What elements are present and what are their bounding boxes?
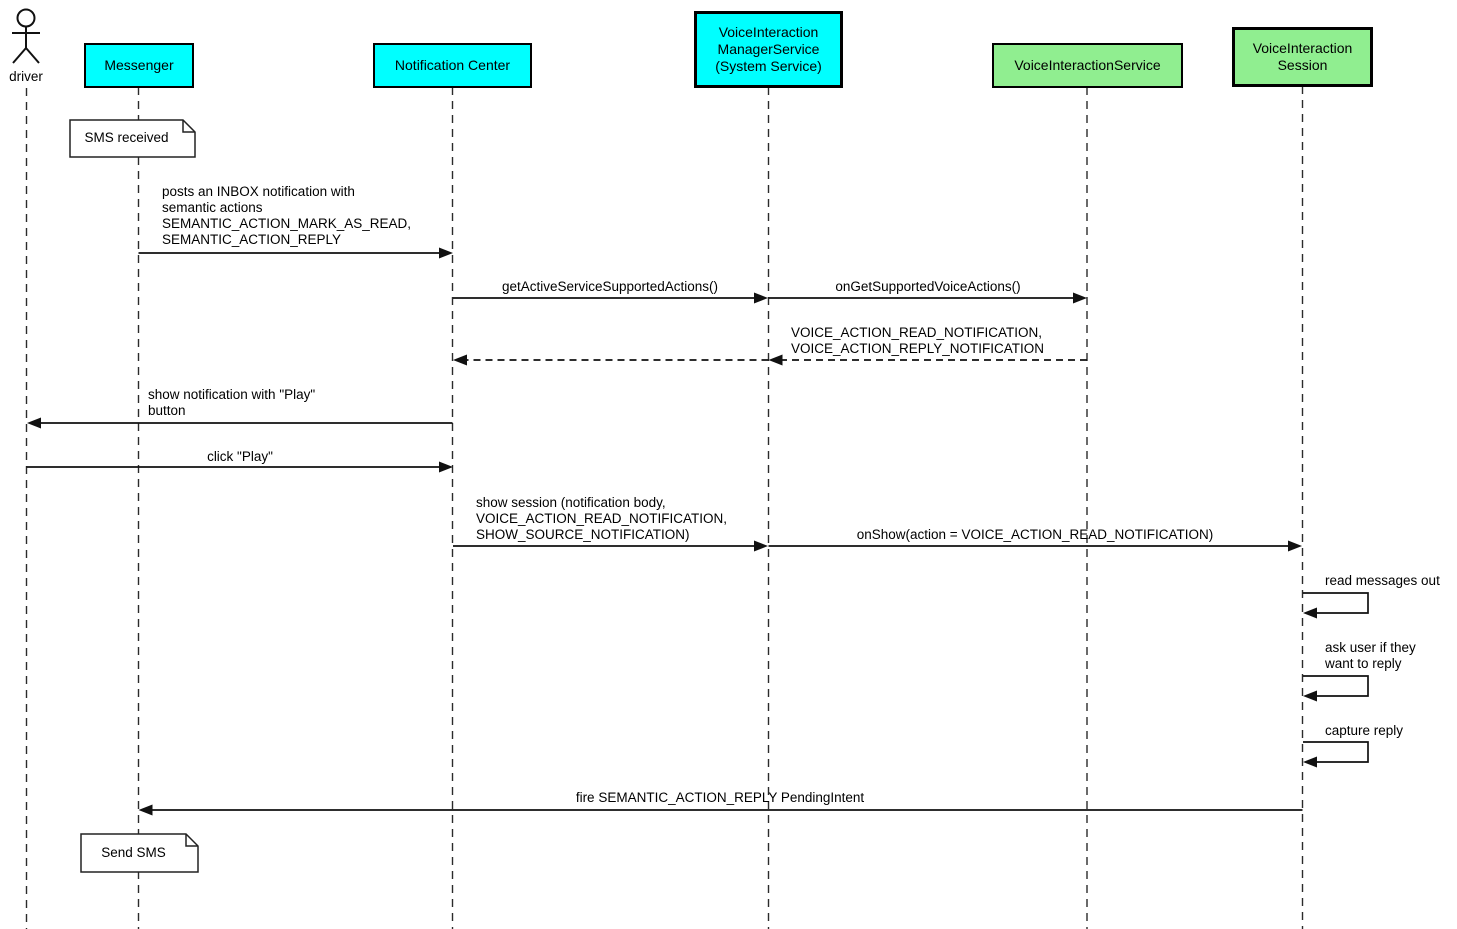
label-line: semantic actions — [162, 200, 263, 215]
self-message-ask-user-label: ask user if they want to reply — [1325, 640, 1416, 672]
participant-notification-center: Notification Center — [373, 43, 532, 88]
message-get-active-service-supported-actions-label: getActiveServiceSupportedActions() — [501, 279, 719, 294]
self-message-ask-user-arrow — [1303, 675, 1369, 702]
label-line: posts an INBOX notification with — [162, 184, 355, 199]
note-send-sms: Send SMS — [101, 845, 166, 860]
message-posts-inbox-notification-arrow — [138, 247, 453, 259]
self-message-capture-reply-label: capture reply — [1325, 723, 1404, 738]
label-line: want to reply — [1325, 656, 1402, 671]
message-show-session-arrow — [453, 540, 768, 552]
message-on-get-supported-voice-actions-arrow — [768, 292, 1087, 304]
actor-driver-label: driver — [9, 69, 43, 84]
participant-label: Session — [1277, 57, 1328, 73]
participant-label: VoiceInteraction — [718, 24, 819, 40]
message-on-get-supported-voice-actions-label: onGetSupportedVoiceActions() — [835, 279, 1021, 294]
message-fire-pending-intent-label: fire SEMANTIC_ACTION_REPLY PendingIntent — [575, 790, 865, 805]
actor-driver-icon — [12, 8, 40, 64]
message-show-session-label: show session (notification body, VOICE_A… — [476, 495, 727, 543]
note-sms-received: SMS received — [84, 130, 169, 145]
label-line: show notification with "Play" — [148, 387, 316, 402]
message-voice-actions-return-arrow — [768, 354, 1087, 366]
message-on-show-arrow — [768, 540, 1302, 552]
self-message-capture-reply-arrow — [1303, 741, 1369, 768]
participant-voice-interaction-service: VoiceInteractionService — [992, 43, 1183, 88]
message-click-play-label: click "Play" — [207, 449, 273, 464]
participant-label: VoiceInteractionService — [1014, 57, 1161, 73]
participant-voice-interaction-session: VoiceInteraction Session — [1232, 27, 1373, 87]
label-line: show session (notification body, — [476, 495, 666, 510]
label-line: button — [148, 403, 186, 418]
participant-label: Messenger — [104, 57, 174, 73]
message-click-play-arrow — [26, 461, 453, 473]
label-line: SEMANTIC_ACTION_REPLY — [162, 232, 342, 247]
label-line: VOICE_ACTION_READ_NOTIFICATION, — [476, 511, 728, 526]
message-return-to-notification-center-arrow — [453, 354, 769, 366]
note-send-sms-shape — [80, 833, 199, 873]
note-sms-received-shape — [69, 119, 196, 158]
label-line: ask user if they — [1325, 640, 1416, 655]
participant-label: (System Service) — [715, 58, 822, 74]
participant-label: Notification Center — [394, 57, 511, 73]
message-on-show-label: onShow(action = VOICE_ACTION_READ_NOTIFI… — [856, 527, 1214, 542]
participant-label: ManagerService — [717, 41, 820, 57]
label-line: SEMANTIC_ACTION_MARK_AS_READ, — [162, 216, 412, 231]
message-posts-inbox-notification-label: posts an INBOX notification with semanti… — [162, 184, 411, 248]
message-fire-pending-intent-arrow — [138, 804, 1303, 816]
participant-voice-interaction-manager-service: VoiceInteraction ManagerService (System … — [694, 11, 843, 88]
label-line: VOICE_ACTION_REPLY_NOTIFICATION — [791, 341, 1045, 356]
self-message-read-messages-out-arrow — [1303, 592, 1369, 619]
label-line: VOICE_ACTION_READ_NOTIFICATION, — [791, 325, 1043, 340]
message-show-notification-label: show notification with "Play" button — [148, 387, 315, 419]
label-line: SHOW_SOURCE_NOTIFICATION) — [476, 527, 690, 542]
self-message-read-messages-out-label: read messages out — [1325, 573, 1440, 588]
participant-label: VoiceInteraction — [1252, 40, 1353, 56]
message-show-notification-arrow — [27, 417, 453, 429]
participant-messenger: Messenger — [84, 43, 194, 88]
message-voice-actions-return-label: VOICE_ACTION_READ_NOTIFICATION, VOICE_AC… — [791, 325, 1044, 357]
message-get-active-service-supported-actions-arrow — [453, 292, 768, 304]
